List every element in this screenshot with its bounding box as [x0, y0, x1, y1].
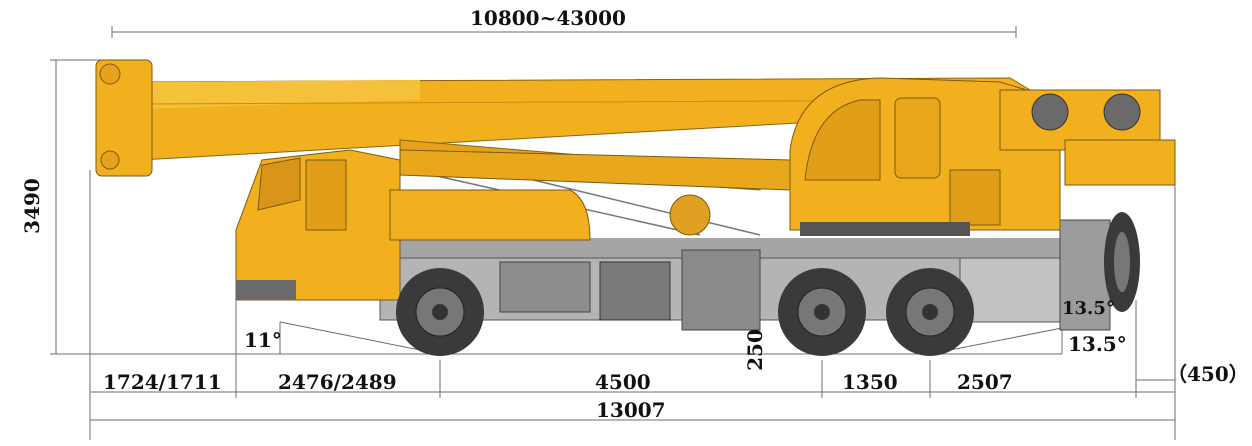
front-overhang-label: 1724/1711 — [103, 370, 222, 394]
rear-axle-spacing-label: 1350 — [842, 370, 898, 394]
superstructure — [789, 77, 1176, 236]
spare-wheel — [1104, 212, 1140, 312]
carrier-cab — [235, 149, 591, 301]
height-label: 3490 — [19, 178, 44, 234]
departure-angle-inner-label: 13.5° — [1062, 298, 1115, 319]
approach-angle-label: 11° — [244, 328, 282, 352]
rear-wheel-1 — [778, 268, 866, 356]
wheelbase-label: 4500 — [595, 370, 651, 394]
front-axle-span-label: 2476/2489 — [278, 370, 397, 394]
ground-clearance-label: 250 — [742, 329, 767, 371]
boom-length-label: 10800~43000 — [470, 6, 626, 30]
dimension-lines — [50, 26, 1176, 440]
chassis — [236, 219, 1111, 331]
wheels — [396, 212, 1140, 356]
rear-overhang-label: 2507 — [957, 370, 1013, 394]
outrigger-extra-label: （450） — [1167, 362, 1249, 386]
departure-angle-label: 13.5° — [1068, 332, 1127, 356]
overall-length-label: 13007 — [596, 398, 666, 422]
rear-wheel-2 — [886, 268, 974, 356]
front-wheel — [396, 268, 484, 356]
